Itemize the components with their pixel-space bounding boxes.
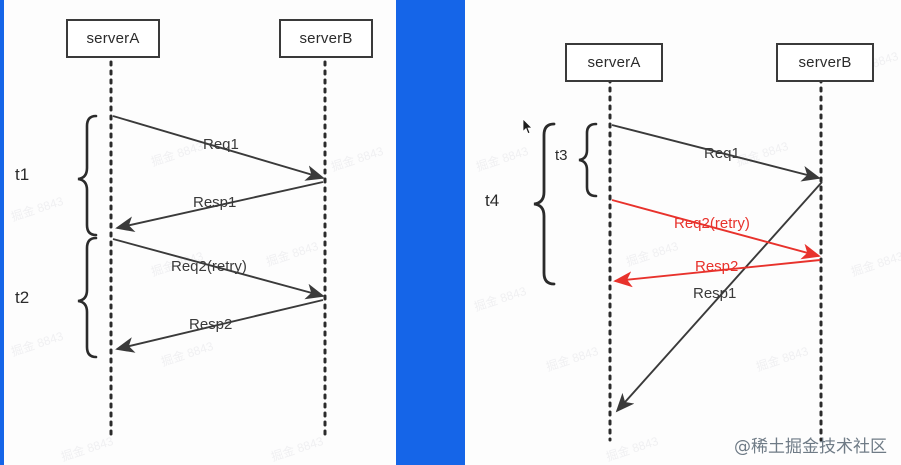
message-label-req1: Req1 — [203, 136, 239, 153]
brace-t2 — [77, 236, 98, 359]
actor-box-serverB[interactable]: serverB — [279, 19, 373, 58]
brace-t3 — [578, 122, 598, 198]
actor-box-serverB[interactable]: serverB — [776, 43, 874, 82]
message-arrow-req2 — [611, 199, 821, 260]
left-blue-border — [0, 0, 4, 465]
message-label-resp2: Resp2 — [695, 258, 739, 275]
message-arrow-resp1 — [615, 181, 823, 413]
brace-label-t1: t1 — [15, 165, 30, 184]
message-label-resp1: Resp1 — [693, 285, 737, 302]
brace-label-t4: t4 — [485, 191, 500, 210]
brace-t4 — [533, 122, 556, 286]
message-arrow-resp1 — [115, 181, 324, 233]
brace-label-t3: t3 — [555, 147, 568, 164]
right-diagram-canvas — [533, 77, 823, 442]
left-diagram-panel: 掘金 8843 掘金 8843 掘金 8843 掘金 8843 掘金 8843 … — [0, 0, 396, 465]
message-label-resp2: Resp2 — [189, 316, 233, 333]
left-diagram-canvas — [77, 51, 327, 442]
message-label-req2: Req2(retry) — [171, 258, 247, 275]
message-arrow-resp2 — [613, 259, 821, 288]
message-arrow-req2 — [112, 238, 325, 300]
brace-t1 — [77, 114, 98, 237]
message-arrow-req1 — [112, 115, 325, 181]
message-arrow-resp2 — [115, 299, 324, 353]
message-label-resp1: Resp1 — [193, 194, 237, 211]
message-label-req2: Req2(retry) — [674, 215, 750, 232]
site-watermark: @稀土掘金技术社区 — [734, 437, 887, 457]
brace-label-t2: t2 — [15, 288, 30, 307]
actor-box-serverA[interactable]: serverA — [66, 19, 160, 58]
blue-divider — [396, 0, 465, 465]
message-arrow-req1 — [611, 124, 821, 182]
actor-box-serverA[interactable]: serverA — [565, 43, 663, 82]
right-diagram-panel: 掘金 8843 掘金 8843 掘金 8843 掘金 8843 掘金 8843 … — [465, 0, 901, 465]
message-label-req1: Req1 — [704, 145, 740, 162]
